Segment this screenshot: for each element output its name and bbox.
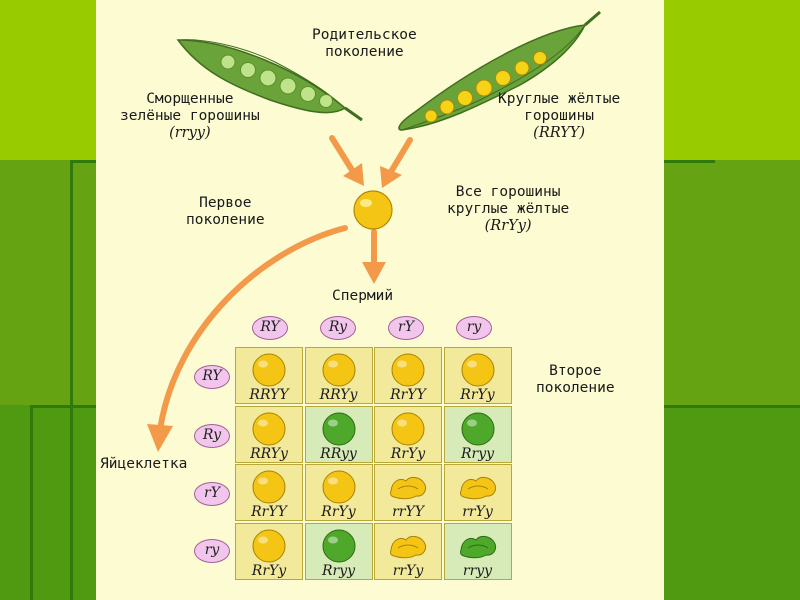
genotype-label: Rryy xyxy=(460,445,495,462)
round-yellow-pea-icon xyxy=(252,470,286,504)
first-generation-pea xyxy=(353,190,393,230)
punnett-cell: RrYY xyxy=(374,347,442,404)
round-yellow-pea-icon xyxy=(461,353,494,387)
genotype-label: RrYy xyxy=(390,445,426,462)
round-yellow-pea-icon xyxy=(322,470,355,504)
egg-gamete: ry xyxy=(194,539,230,563)
decor-line xyxy=(70,160,73,600)
sperm-gamete: ry xyxy=(456,316,492,340)
genotype-label: rrYY xyxy=(392,504,424,520)
egg-label: Яйцеклетка xyxy=(100,456,188,472)
yellow-pea-pod xyxy=(398,10,601,131)
sperm-label: Спермий xyxy=(332,288,394,304)
wrinkled-yellow-pea-icon xyxy=(389,476,427,500)
punnett-cell: RrYy xyxy=(235,522,303,580)
genotype-label: RRYY xyxy=(249,387,289,403)
wrinkled-yellow-pea-icon xyxy=(459,476,496,500)
cross-arrows xyxy=(147,135,413,452)
genotype-label: RRyy xyxy=(320,445,357,462)
round-yellow-pea-icon xyxy=(322,353,355,387)
wrinkled-green-pea-icon xyxy=(459,535,496,558)
genotype-label: RrYy xyxy=(460,387,495,403)
genotype-label: RrYy xyxy=(251,562,287,579)
genotype-label: rryy xyxy=(462,562,493,579)
round-green-pea-icon xyxy=(461,412,494,445)
egg-gamete: Ry xyxy=(194,424,230,448)
genotype-label: rrYy xyxy=(392,562,424,579)
punnett-cell: rrYY xyxy=(374,464,442,521)
egg-gamete: rY xyxy=(194,482,230,506)
punnett-cell: RRyy xyxy=(304,405,373,463)
sperm-gamete: rY xyxy=(388,316,424,340)
punnett-cell: Rryy xyxy=(443,405,512,463)
genotype-label: Rryy xyxy=(321,562,356,579)
sperm-gamete: Ry xyxy=(320,316,356,340)
round-yellow-pea-icon xyxy=(252,412,286,445)
decor-line xyxy=(30,405,33,600)
punnett-cell: Rryy xyxy=(304,522,373,580)
punnett-cell: rrYy xyxy=(374,522,442,580)
wrinkled-yellow-pea-icon xyxy=(389,535,427,558)
genotype-label: RrYy xyxy=(321,504,356,520)
punnett-cell: RrYy xyxy=(443,347,512,404)
punnett-cell: rrYy xyxy=(443,464,512,521)
punnett-cell: rryy xyxy=(443,522,512,580)
punnett-cell: RRYy xyxy=(304,347,373,404)
punnett-cell: RrYy xyxy=(374,405,442,463)
punnett-cell: RrYy xyxy=(304,464,373,521)
round-yellow-pea-icon xyxy=(391,412,425,445)
round-yellow-pea-icon xyxy=(252,353,286,387)
punnett-cell: RrYY xyxy=(235,464,303,521)
punnett-cell: RRYY xyxy=(235,347,303,404)
round-yellow-pea-icon xyxy=(391,353,425,387)
genotype-label: RrYY xyxy=(390,387,426,403)
round-green-pea-icon xyxy=(322,412,355,445)
round-yellow-pea-icon xyxy=(252,529,286,562)
genotype-label: RrYY xyxy=(251,504,287,520)
genotype-label: RRYy xyxy=(319,387,358,403)
round-green-pea-icon xyxy=(322,529,355,562)
punnett-cell: RRYy xyxy=(235,405,303,463)
genotype-label: RRYy xyxy=(250,445,288,462)
green-pea-pod xyxy=(176,39,363,122)
sperm-gamete: RY xyxy=(252,316,288,340)
egg-gamete: RY xyxy=(194,365,230,389)
genotype-label: rrYy xyxy=(462,504,493,520)
